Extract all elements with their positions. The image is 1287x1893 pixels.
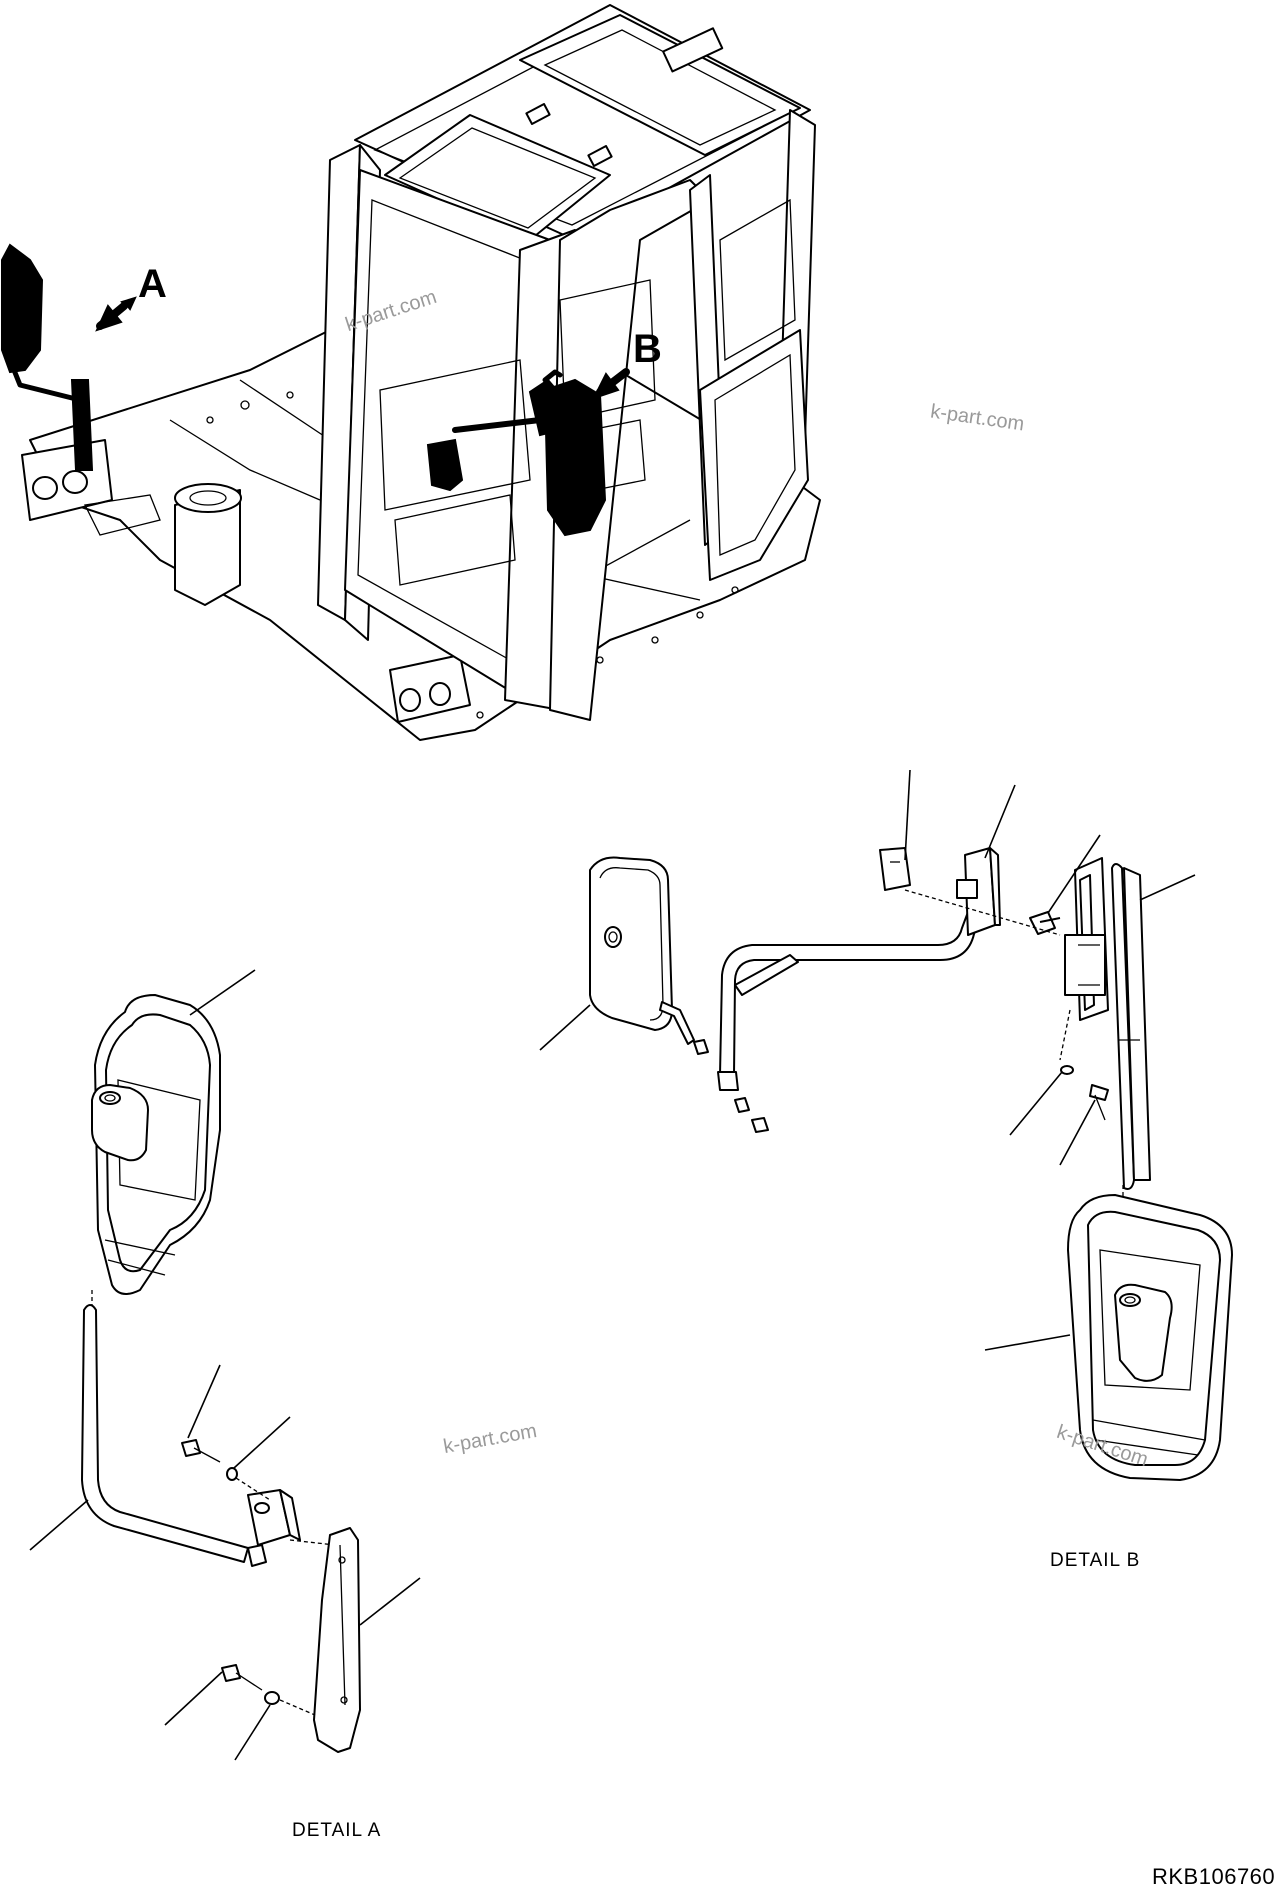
cab-overview <box>1 4 821 741</box>
drawing-code: RKB106760 <box>1152 1864 1276 1889</box>
detail-a-bracket-plate <box>313 1527 361 1753</box>
callout-a-label: A <box>138 262 167 306</box>
detail-a-caption: DETAIL A <box>292 1820 382 1841</box>
detail-b-drawing <box>589 847 1233 1481</box>
leader-lines <box>29 769 1196 1761</box>
callout-b-label: B <box>633 327 662 371</box>
detail-a-mirror-stay <box>81 1304 249 1563</box>
mirror-a-overview <box>1 243 94 471</box>
detail-b-caption: DETAIL B <box>1050 1550 1141 1571</box>
cab-frame <box>317 4 816 721</box>
mirror-b-overview <box>426 369 607 537</box>
detail-a-drawing <box>81 994 361 1753</box>
front-light-bottom <box>389 654 471 723</box>
detail-b-mirror-stay <box>719 911 981 1076</box>
